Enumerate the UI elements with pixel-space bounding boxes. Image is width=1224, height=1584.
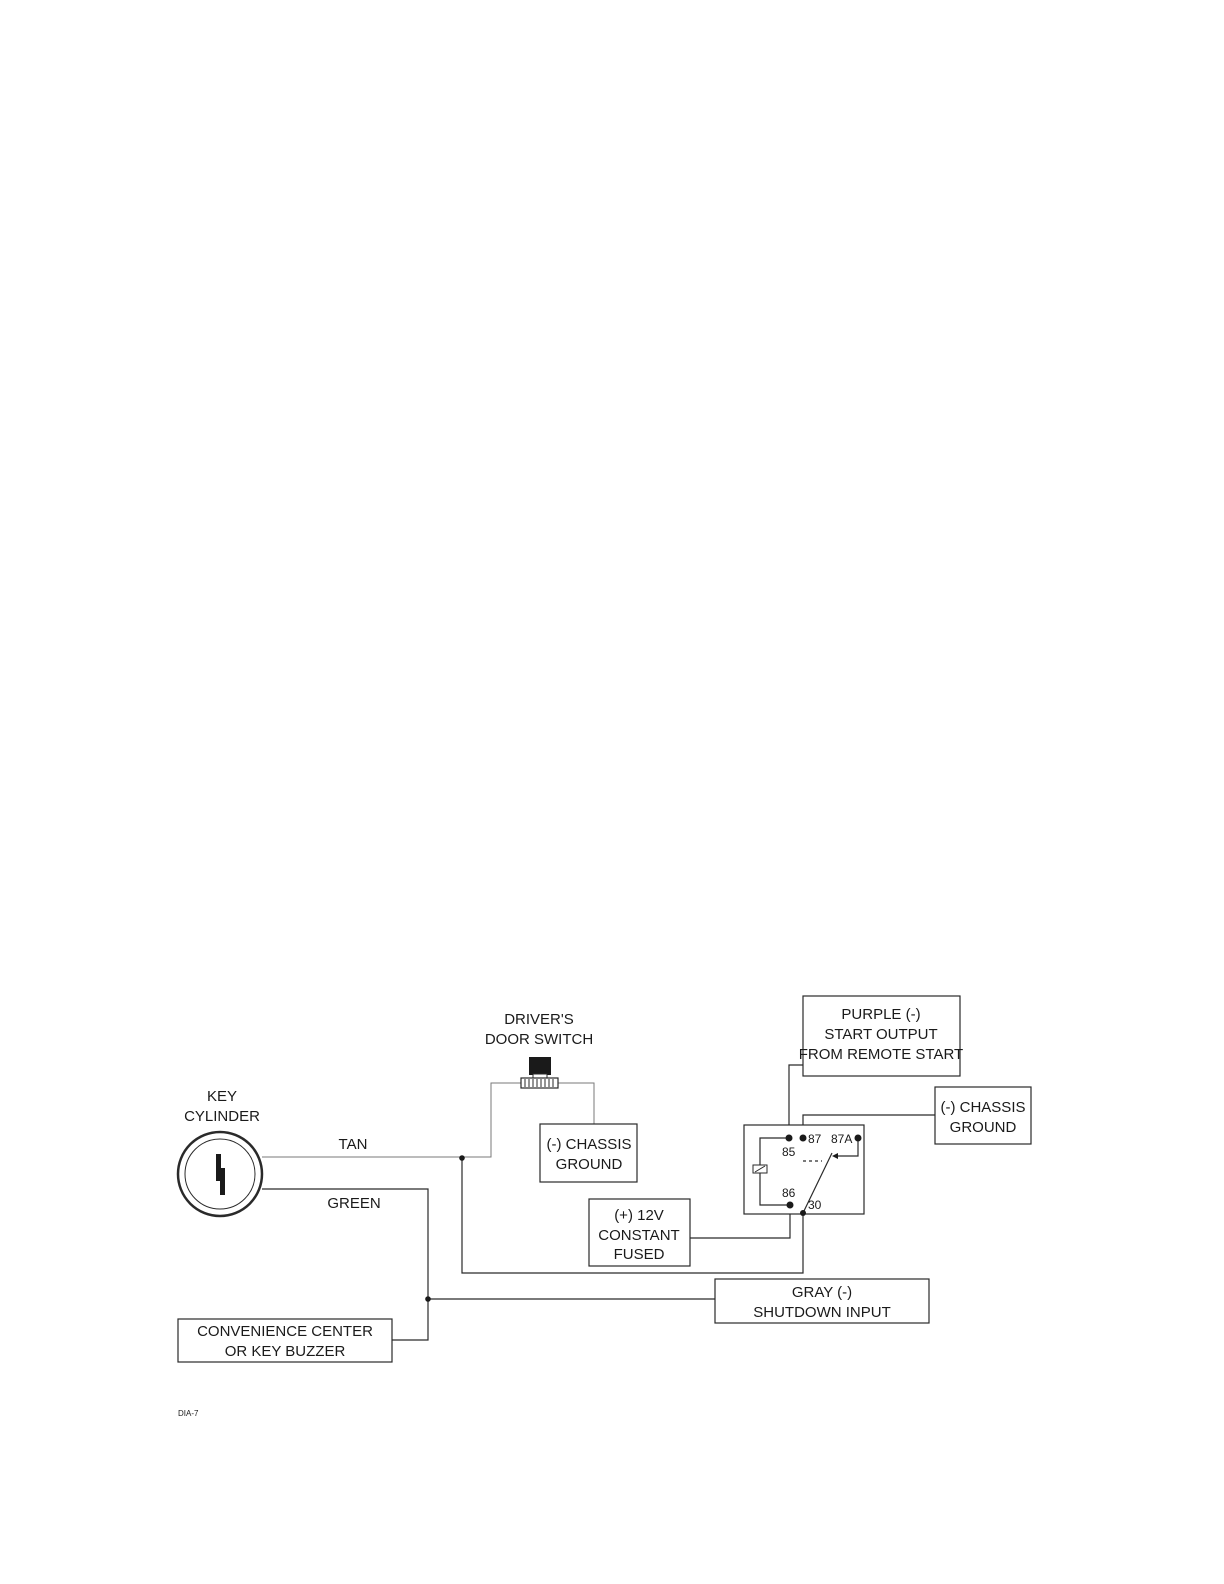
gray-shutdown-box: GRAY (-) SHUTDOWN INPUT	[715, 1279, 929, 1323]
relay: 85 87 87A 86 30	[744, 1125, 864, 1216]
chassis-ground-right-label-2: GROUND	[950, 1119, 1017, 1136]
constant-12v-box: (+) 12V CONSTANT FUSED	[589, 1199, 690, 1266]
tan-junction-node	[459, 1155, 465, 1161]
key-cylinder-label-1: KEY	[207, 1088, 237, 1105]
relay-pin-30	[800, 1210, 806, 1216]
relay-pin-87a-label: 87A	[831, 1132, 852, 1146]
tan-wire	[262, 1083, 521, 1157]
constant-12v-label-2: CONSTANT	[598, 1227, 679, 1244]
convenience-center-label-1: CONVENIENCE CENTER	[197, 1323, 373, 1340]
chassis-ground-left-box: (-) CHASSIS GROUND	[540, 1124, 637, 1182]
door-switch-label-2: DOOR SWITCH	[485, 1031, 593, 1048]
convenience-center-box: CONVENIENCE CENTER OR KEY BUZZER	[178, 1319, 392, 1362]
constant-12v-label-3: FUSED	[614, 1246, 665, 1263]
relay-pin-30-label: 30	[808, 1198, 822, 1212]
purple-start-label-2: START OUTPUT	[824, 1026, 937, 1043]
key-cylinder: KEY CYLINDER	[178, 1088, 262, 1216]
constant-12v-label-1: (+) 12V	[614, 1207, 664, 1224]
relay-pin-85-label: 85	[782, 1145, 796, 1159]
door-switch-label-1: DRIVER'S	[504, 1011, 574, 1028]
green-junction-node	[425, 1296, 431, 1302]
chassis-ground-left-label-1: (-) CHASSIS	[546, 1136, 631, 1153]
gray-shutdown-label-1: GRAY (-)	[792, 1284, 852, 1301]
door-switch-ground-wire	[558, 1083, 594, 1124]
relay-pin-87	[800, 1135, 807, 1142]
relay-pin-87a	[855, 1135, 862, 1142]
figure-code: DIA-7	[178, 1409, 199, 1418]
door-switch: DRIVER'S DOOR SWITCH	[485, 1011, 593, 1088]
chassis-ground-right-label-1: (-) CHASSIS	[940, 1099, 1025, 1116]
relay-pin-85	[786, 1135, 793, 1142]
key-cylinder-label-2: CYLINDER	[184, 1108, 260, 1125]
green-wire-label: GREEN	[327, 1195, 380, 1212]
relay-pin-86	[787, 1202, 794, 1209]
chassis-ground-right-box: (-) CHASSIS GROUND	[935, 1087, 1031, 1144]
gray-shutdown-label-2: SHUTDOWN INPUT	[753, 1304, 891, 1321]
purple-start-label-3: FROM REMOTE START	[799, 1046, 963, 1063]
door-switch-plunger	[529, 1057, 551, 1075]
convenience-center-label-2: OR KEY BUZZER	[225, 1343, 346, 1360]
tan-wire-label: TAN	[339, 1136, 368, 1153]
door-switch-body	[521, 1078, 558, 1088]
purple-start-label-1: PURPLE (-)	[841, 1006, 920, 1023]
chassis-ground-left-label-2: GROUND	[556, 1156, 623, 1173]
relay-pin-87-label: 87	[808, 1132, 822, 1146]
purple-start-box: PURPLE (-) START OUTPUT FROM REMOTE STAR…	[799, 996, 963, 1076]
relay-pin-86-label: 86	[782, 1186, 796, 1200]
